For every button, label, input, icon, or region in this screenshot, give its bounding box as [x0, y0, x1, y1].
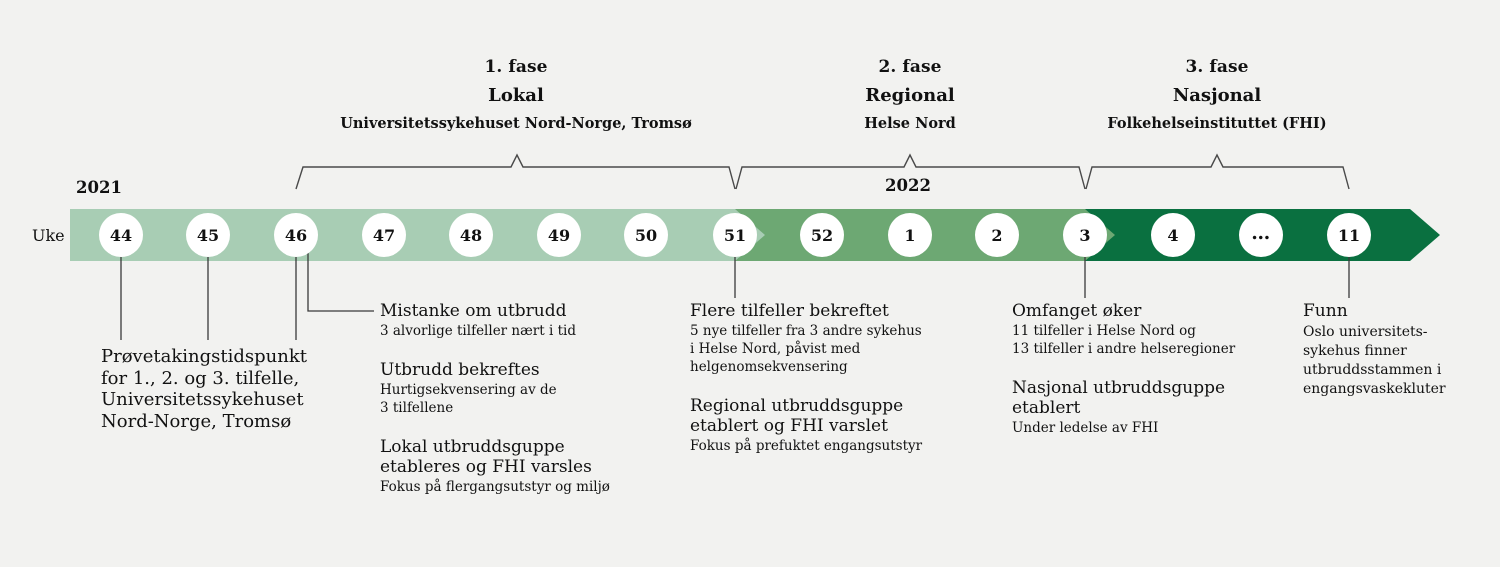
- annotation-group: Lokal utbruddsguppe etableres og FHI var…: [380, 437, 660, 497]
- phase-3-number: 3. fase: [1185, 57, 1249, 77]
- week-marker-49[interactable]: 49: [537, 213, 581, 257]
- week-marker-45[interactable]: 45: [186, 213, 230, 257]
- annotation-finding: Funn Oslo universitets- sykehus finner u…: [1303, 301, 1493, 399]
- week-marker-46[interactable]: 46: [274, 213, 318, 257]
- phase-3-bracket: [1085, 153, 1350, 190]
- annotation-title: Regional utbruddsguppe etablert og FHI v…: [690, 395, 904, 436]
- annotation-group: Regional utbruddsguppe etablert og FHI v…: [690, 396, 980, 456]
- annotation-sampling-time: Prøvetakingstidspunkt for 1., 2. og 3. t…: [101, 346, 351, 434]
- phase-2-scope: Regional: [865, 85, 955, 106]
- phase-3-scope: Nasjonal: [1172, 85, 1262, 106]
- annotation-body: Under ledelse av FHI: [1012, 420, 1159, 437]
- annotation-title: Utbrudd bekreftes: [380, 360, 540, 380]
- annotation-title: Omfanget øker: [1012, 301, 1142, 321]
- phase-3-organisation: Folkehelseinstituttet (FHI): [1107, 115, 1327, 132]
- week-marker-1[interactable]: 1: [888, 213, 932, 257]
- week-marker-51[interactable]: 51: [713, 213, 757, 257]
- annotation-body: Oslo universitets- sykehus finner utbrud…: [1303, 324, 1446, 397]
- annotation-title: Flere tilfeller bekreftet: [690, 301, 889, 321]
- week-marker-2[interactable]: 2: [975, 213, 1019, 257]
- annotation-title: Mistanke om utbrudd: [380, 301, 567, 321]
- annotation-title: Nasjonal utbruddsguppe etablert: [1012, 377, 1226, 418]
- phase-3-header: 3. fase Nasjonal Folkehelseinstituttet (…: [1107, 59, 1326, 132]
- annotation-group: Flere tilfeller bekreftet 5 nye tilfelle…: [690, 301, 980, 377]
- leader-week-46-elbow: [307, 238, 374, 312]
- annotation-outbreak-suspicion: Mistanke om utbrudd 3 alvorlige tilfelle…: [380, 301, 660, 497]
- annotation-body: Fokus på prefuktet engangsutstyr: [690, 438, 923, 454]
- week-marker-52[interactable]: 52: [800, 213, 844, 257]
- phase-2-organisation: Helse Nord: [864, 115, 956, 132]
- week-marker-48[interactable]: 48: [449, 213, 493, 257]
- phase-1-scope: Lokal: [488, 85, 544, 106]
- year-label-2022: 2022: [885, 176, 931, 195]
- week-marker-50[interactable]: 50: [624, 213, 668, 257]
- week-marker-4[interactable]: 4: [1151, 213, 1195, 257]
- phase-1-bracket: [295, 153, 736, 190]
- year-label-2021: 2021: [76, 178, 122, 197]
- annotation-group: Omfanget øker 11 tilfeller i Helse Nord …: [1012, 301, 1277, 359]
- phase-1-header: 1. fase Lokal Universitetssykehuset Nord…: [340, 59, 692, 132]
- annotation-group: Mistanke om utbrudd 3 alvorlige tilfelle…: [380, 301, 660, 341]
- annotation-group: Nasjonal utbruddsguppe etablert Under le…: [1012, 378, 1277, 438]
- annotation-body: 11 tilfeller i Helse Nord og 13 tilfelle…: [1012, 323, 1236, 357]
- phase-2-bracket: [735, 153, 1086, 190]
- phase-1-number: 1. fase: [484, 57, 548, 77]
- phase-1-bar-segment: [70, 209, 775, 261]
- annotation-title: Lokal utbruddsguppe etableres og FHI var…: [380, 436, 592, 477]
- week-marker-3[interactable]: 3: [1063, 213, 1107, 257]
- annotation-title: Prøvetakingstidspunkt for 1., 2. og 3. t…: [101, 346, 307, 432]
- week-marker-47[interactable]: 47: [362, 213, 406, 257]
- annotation-body: Hurtigsekvensering av de 3 tilfellene: [380, 382, 557, 416]
- week-marker-11[interactable]: 11: [1327, 213, 1371, 257]
- week-marker-ellipsis[interactable]: …: [1239, 213, 1283, 257]
- uke-axis-label: Uke: [32, 226, 65, 245]
- phase-2-header: 2. fase Regional Helse Nord: [864, 59, 956, 132]
- annotation-title: Funn: [1303, 301, 1348, 321]
- annotation-group: Funn Oslo universitets- sykehus finner u…: [1303, 301, 1493, 399]
- week-marker-44[interactable]: 44: [99, 213, 143, 257]
- phase-1-organisation: Universitetssykehuset Nord-Norge, Tromsø: [340, 115, 692, 132]
- phase-2-number: 2. fase: [878, 57, 942, 77]
- annotation-scope-increases: Omfanget øker 11 tilfeller i Helse Nord …: [1012, 301, 1277, 438]
- annotation-more-cases: Flere tilfeller bekreftet 5 nye tilfelle…: [690, 301, 980, 456]
- annotation-body: 3 alvorlige tilfeller nært i tid: [380, 323, 576, 340]
- annotation-body: 5 nye tilfeller fra 3 andre sykehus i He…: [690, 323, 922, 375]
- annotation-group: Utbrudd bekreftes Hurtigsekvensering av …: [380, 360, 660, 418]
- annotation-body: Fokus på flergangsutstyr og miljø: [380, 479, 610, 496]
- annotation-group: Prøvetakingstidspunkt for 1., 2. og 3. t…: [101, 346, 351, 432]
- phase-brackets: [295, 153, 1350, 190]
